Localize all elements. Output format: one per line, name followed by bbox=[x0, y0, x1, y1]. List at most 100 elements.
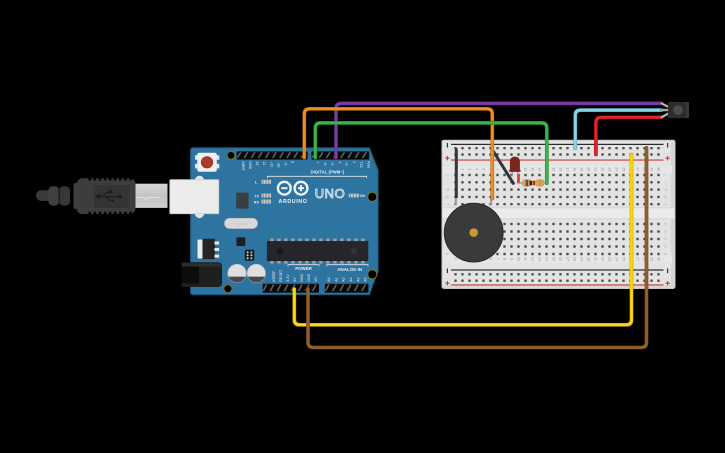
svg-text:A1: A1 bbox=[334, 277, 338, 281]
svg-text:28: 28 bbox=[642, 167, 646, 171]
svg-text:13: 13 bbox=[537, 257, 541, 261]
svg-text:7: 7 bbox=[316, 161, 320, 163]
svg-text:7: 7 bbox=[495, 258, 499, 260]
svg-text:10: 10 bbox=[516, 257, 520, 261]
svg-text:L: L bbox=[255, 180, 258, 185]
svg-text:ARDUINO: ARDUINO bbox=[279, 199, 308, 205]
svg-text:ANALOG IN: ANALOG IN bbox=[337, 267, 362, 272]
svg-text:4: 4 bbox=[474, 168, 478, 170]
svg-text:AREF: AREF bbox=[241, 161, 245, 171]
svg-text:d: d bbox=[663, 231, 667, 233]
svg-text:20: 20 bbox=[586, 257, 590, 261]
svg-text:23: 23 bbox=[607, 167, 611, 171]
svg-text:e: e bbox=[663, 223, 667, 225]
svg-text:25: 25 bbox=[621, 257, 625, 261]
svg-text:POWER: POWER bbox=[295, 266, 312, 271]
svg-text:DIGITAL (PWM~): DIGITAL (PWM~) bbox=[311, 170, 345, 175]
svg-text:3: 3 bbox=[467, 168, 471, 170]
svg-text:18: 18 bbox=[572, 257, 576, 261]
svg-text:18: 18 bbox=[572, 167, 576, 171]
svg-text:A2: A2 bbox=[342, 277, 346, 281]
svg-text:13: 13 bbox=[255, 161, 259, 165]
svg-text:j: j bbox=[445, 174, 449, 176]
svg-text:19: 19 bbox=[579, 167, 583, 171]
svg-text:17: 17 bbox=[565, 167, 569, 171]
svg-text:Vin: Vin bbox=[314, 277, 318, 282]
svg-text:RX: RX bbox=[254, 200, 260, 204]
svg-text:6: 6 bbox=[488, 168, 492, 170]
svg-text:~11: ~11 bbox=[269, 161, 273, 167]
svg-text:22: 22 bbox=[600, 257, 604, 261]
svg-text:~9: ~9 bbox=[283, 161, 287, 165]
svg-text:IOREF: IOREF bbox=[272, 270, 276, 282]
svg-text:2: 2 bbox=[352, 161, 356, 163]
svg-text:8: 8 bbox=[291, 161, 295, 163]
svg-text:30: 30 bbox=[656, 167, 660, 171]
svg-text:1: 1 bbox=[453, 258, 457, 260]
svg-text:24: 24 bbox=[614, 257, 618, 261]
svg-text:12: 12 bbox=[530, 257, 534, 261]
svg-text:29: 29 bbox=[649, 167, 653, 171]
svg-text:TX1: TX1 bbox=[359, 161, 363, 168]
svg-text:RX0: RX0 bbox=[366, 161, 370, 168]
svg-text:21: 21 bbox=[593, 167, 597, 171]
svg-text:11: 11 bbox=[523, 257, 527, 261]
svg-text:f: f bbox=[663, 204, 667, 205]
svg-text:3.3V: 3.3V bbox=[286, 274, 290, 282]
svg-text:A5: A5 bbox=[364, 277, 368, 281]
svg-text:27: 27 bbox=[635, 167, 639, 171]
svg-text:21: 21 bbox=[593, 257, 597, 261]
svg-text:f: f bbox=[445, 204, 449, 205]
svg-text:~5: ~5 bbox=[330, 161, 334, 165]
svg-text:22: 22 bbox=[600, 167, 604, 171]
svg-text:6: 6 bbox=[488, 258, 492, 260]
svg-text:j: j bbox=[663, 174, 667, 176]
svg-text:7: 7 bbox=[495, 168, 499, 170]
svg-text:8: 8 bbox=[502, 258, 506, 260]
svg-text:~3: ~3 bbox=[345, 161, 349, 165]
svg-text:g: g bbox=[445, 196, 449, 198]
svg-text:RESET: RESET bbox=[279, 269, 283, 282]
svg-text:11: 11 bbox=[523, 167, 527, 171]
svg-text:ON: ON bbox=[360, 194, 366, 198]
svg-text:GND: GND bbox=[248, 161, 252, 169]
svg-text:~6: ~6 bbox=[323, 161, 327, 165]
svg-text:A3: A3 bbox=[349, 277, 353, 281]
svg-text:27: 27 bbox=[635, 257, 639, 261]
svg-text:S16.000: S16.000 bbox=[235, 222, 248, 226]
svg-text:9: 9 bbox=[509, 258, 513, 260]
svg-text:h: h bbox=[663, 189, 667, 191]
svg-text:b: b bbox=[663, 246, 667, 248]
svg-text:15: 15 bbox=[551, 257, 555, 261]
svg-text:5: 5 bbox=[481, 168, 485, 170]
svg-text:GND: GND bbox=[300, 273, 304, 281]
svg-text:25: 25 bbox=[621, 167, 625, 171]
svg-text:30: 30 bbox=[656, 257, 660, 261]
svg-text:14: 14 bbox=[544, 257, 548, 261]
svg-text:16: 16 bbox=[558, 257, 562, 261]
svg-text:A4: A4 bbox=[356, 277, 360, 281]
svg-text:h: h bbox=[445, 189, 449, 191]
svg-text:15: 15 bbox=[551, 167, 555, 171]
svg-text:29: 29 bbox=[649, 257, 653, 261]
svg-text:UNO: UNO bbox=[315, 186, 345, 201]
svg-text:13: 13 bbox=[537, 167, 541, 171]
svg-text:i: i bbox=[445, 182, 449, 183]
svg-text:A0: A0 bbox=[327, 277, 331, 281]
svg-text:28: 28 bbox=[642, 257, 646, 261]
svg-text:GND: GND bbox=[307, 273, 311, 281]
svg-text:5V: 5V bbox=[293, 277, 297, 282]
svg-text:g: g bbox=[663, 196, 667, 198]
svg-text:2: 2 bbox=[460, 168, 464, 170]
svg-text:12: 12 bbox=[262, 161, 266, 165]
svg-text:TX: TX bbox=[254, 194, 259, 198]
svg-text:17: 17 bbox=[565, 257, 569, 261]
svg-text:4: 4 bbox=[337, 161, 341, 163]
svg-text:16: 16 bbox=[558, 167, 562, 171]
svg-text:c: c bbox=[663, 238, 667, 240]
svg-text:i: i bbox=[663, 182, 667, 183]
svg-text:24: 24 bbox=[614, 167, 618, 171]
svg-text:20: 20 bbox=[586, 167, 590, 171]
svg-text:23: 23 bbox=[607, 257, 611, 261]
svg-text:a: a bbox=[663, 253, 667, 255]
